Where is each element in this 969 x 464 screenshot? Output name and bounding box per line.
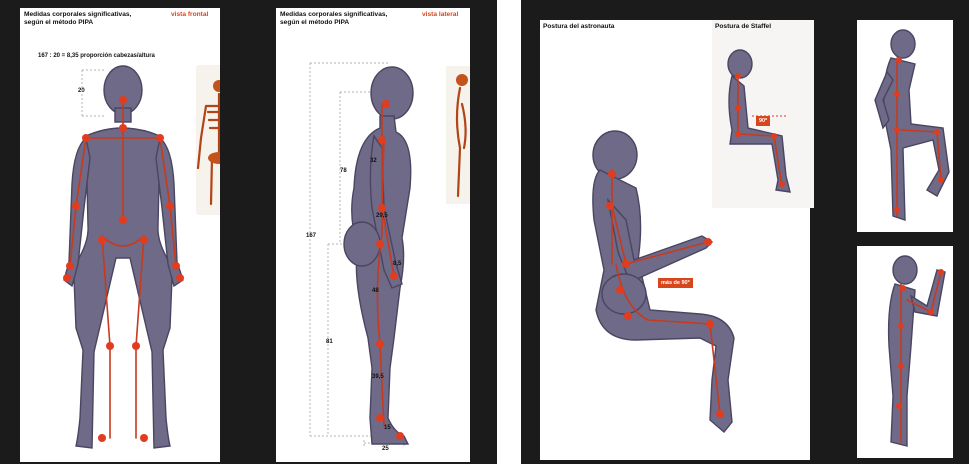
side-view-panel: Medidas corporales significativas, según… xyxy=(276,8,470,462)
staffel-panel: Postura de Staffel 90º xyxy=(712,20,814,208)
knee-raise-panel xyxy=(857,20,953,232)
arm-raise-panel xyxy=(857,246,953,458)
side-skeleton-inset xyxy=(276,8,470,462)
arm-raise-figure xyxy=(857,246,953,458)
front-view-panel: Medidas corporales significativas, según… xyxy=(20,8,220,462)
staffel-angle-tag: 90º xyxy=(756,116,770,126)
astronaut-angle-tag: más de 90º xyxy=(658,278,693,288)
front-skeleton-inset xyxy=(20,8,220,462)
knee-raise-figure xyxy=(857,20,953,232)
staffel-figure xyxy=(712,20,814,208)
